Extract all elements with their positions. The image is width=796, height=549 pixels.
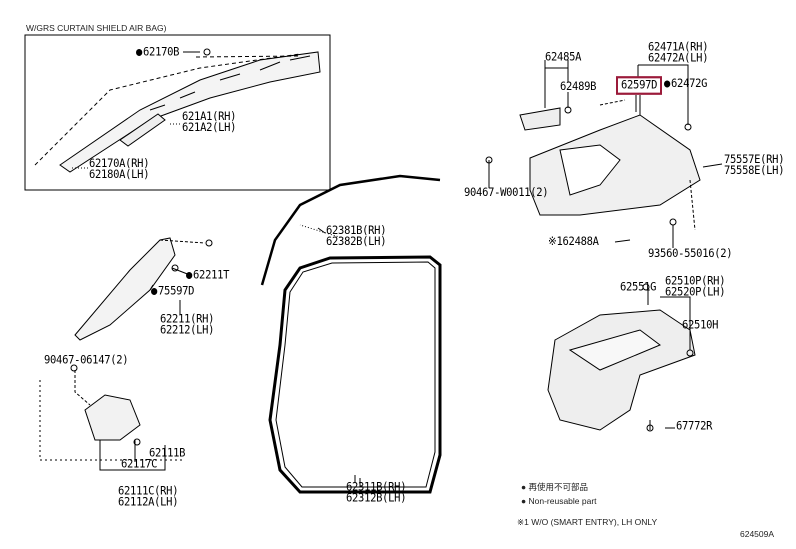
part-label-62471A[interactable]: 62471A(RH)	[648, 40, 709, 54]
part-label-67772R[interactable]: 67772R	[676, 419, 713, 433]
part-label-62551G[interactable]: 62551G	[620, 280, 657, 294]
part-label-62212[interactable]: 62212(LH)	[160, 323, 215, 337]
part-label-62311B[interactable]: 62311B(RH)	[346, 480, 407, 494]
curtain-airbag	[34, 48, 321, 173]
part-label-62111B[interactable]: 62111B	[149, 446, 186, 460]
legend-note: ※1 W/O (SMART ENTRY), LH ONLY	[517, 517, 658, 527]
part-label-62180A[interactable]: 62180A(LH)	[89, 168, 150, 182]
part-label-62488A[interactable]: ※162488A	[548, 235, 599, 249]
part-label-62170A[interactable]: 62170A(RH)	[89, 157, 150, 171]
filled-dot-icon: ●	[521, 496, 529, 506]
quarter-trim-lower	[547, 283, 696, 432]
part-label-90467-06147[interactable]: 90467-06147(2)	[44, 353, 129, 367]
inset-title: W/GRS CURTAIN SHIELD AIR BAG)	[26, 23, 167, 33]
legend-non-reusable-jp: ● 再使用不可部品	[521, 482, 588, 493]
part-label-75558E[interactable]: 75558E(LH)	[724, 164, 785, 178]
legend-non-reusable-en: ● Non-reusable part	[521, 496, 597, 507]
door-opening-weatherstrip	[268, 255, 442, 494]
part-label-62111C[interactable]: 62111C(RH)	[118, 484, 179, 498]
cowl-side-trim	[39, 364, 185, 471]
legend-jp-text: 再使用不可部品	[528, 482, 589, 492]
part-label-62211T[interactable]: 62211T	[186, 269, 229, 281]
part-label-62510P[interactable]: 62510P(RH)	[665, 274, 726, 288]
part-label-621A2[interactable]: 621A2(LH)	[182, 121, 237, 135]
part-label-62112A[interactable]: 62112A(LH)	[118, 495, 179, 509]
part-label-62472A[interactable]: 62472A(LH)	[648, 51, 709, 65]
part-label-62381B[interactable]: 62381B(RH)	[326, 224, 387, 238]
part-label-62312B[interactable]: 62312B(LH)	[346, 491, 407, 505]
part-label-62117C[interactable]: 62117C	[121, 457, 158, 471]
roof-weatherstrip	[260, 174, 441, 286]
diagram-code: 624509A	[740, 529, 775, 539]
part-label-62382B[interactable]: 62382B(LH)	[326, 235, 387, 249]
part-label-93560-55016[interactable]: 93560-55016(2)	[648, 247, 733, 261]
part-label-62489B[interactable]: 62489B	[560, 80, 597, 94]
part-label-62170B[interactable]: 62170B	[136, 46, 179, 58]
legend-en-text: Non-reusable part	[528, 496, 597, 506]
part-label-62211[interactable]: 62211(RH)	[160, 312, 215, 326]
part-label-75597D[interactable]: 75597D	[151, 285, 194, 297]
part-label-621A1[interactable]: 621A1(RH)	[182, 110, 237, 124]
part-label-62510H[interactable]: 62510H	[682, 318, 719, 332]
part-label-62597D-highlighted[interactable]: 62597D	[616, 76, 663, 95]
part-label-75557E[interactable]: 75557E(RH)	[724, 153, 785, 167]
airbag-inset-frame	[24, 34, 331, 191]
filled-dot-icon: ●	[521, 482, 529, 492]
part-label-90467-W0011[interactable]: 90467-W0011(2)	[464, 186, 549, 200]
quarter-trim-upper	[485, 60, 723, 248]
part-label-62485A[interactable]: 62485A	[545, 50, 582, 64]
part-label-62472G[interactable]: 62472G	[664, 78, 707, 90]
part-label-62520P[interactable]: 62520P(LH)	[665, 285, 726, 299]
